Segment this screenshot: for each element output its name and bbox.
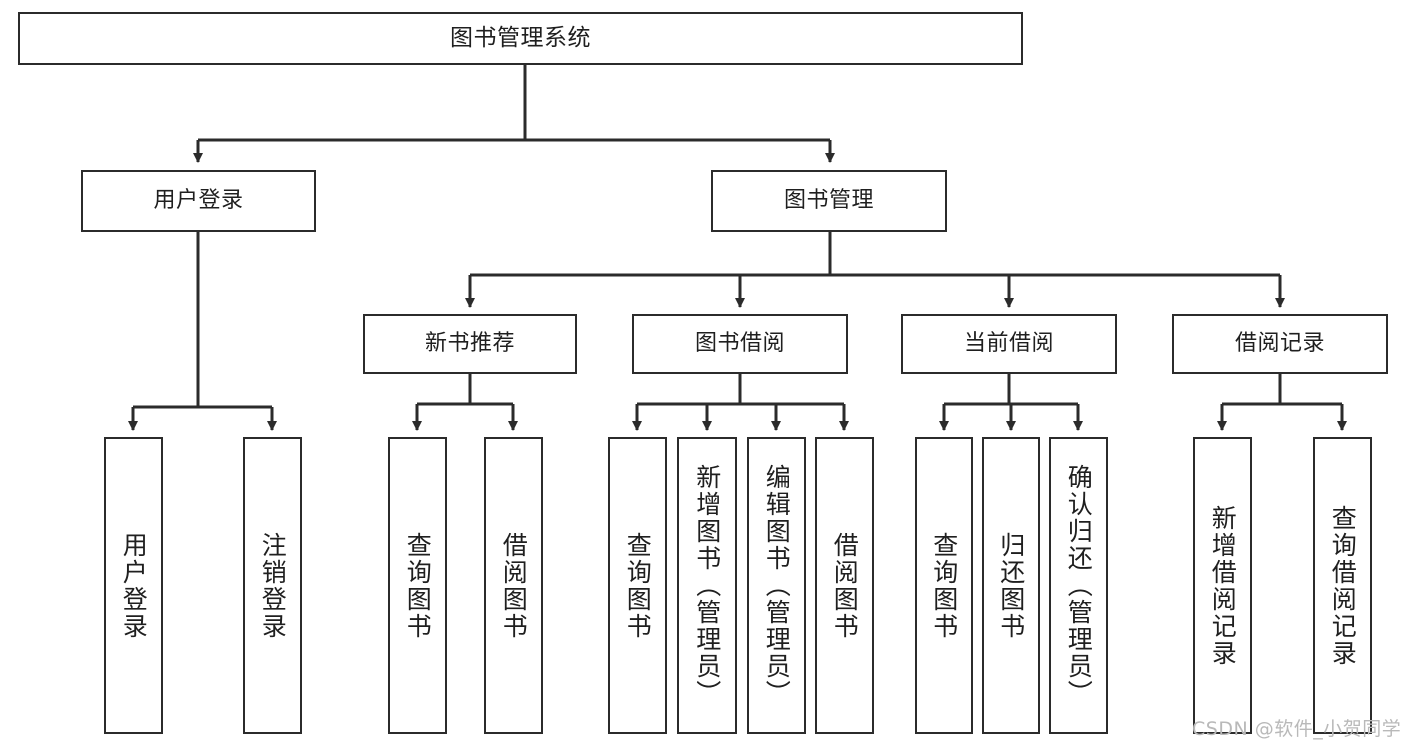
node-book-borrow[interactable]: 图书借阅 bbox=[632, 314, 848, 374]
node-label: 新增借阅记录 bbox=[1208, 504, 1238, 667]
node-label: 借阅图书 bbox=[499, 531, 529, 640]
node-label: 注销登录 bbox=[258, 531, 288, 640]
node-label: 图书管理系统 bbox=[450, 25, 591, 52]
node-leaf-query-borrow-record[interactable]: 查询借阅记录 bbox=[1313, 437, 1372, 734]
node-leaf-confirm-return-admin[interactable]: 确认归还（管理员） bbox=[1049, 437, 1108, 734]
node-leaf-user-logout[interactable]: 注销登录 bbox=[243, 437, 302, 734]
node-root-book-management-system[interactable]: 图书管理系统 bbox=[18, 12, 1023, 65]
node-label: 图书借阅 bbox=[694, 331, 785, 357]
node-label: 用户登录 bbox=[119, 531, 149, 640]
node-leaf-return-book[interactable]: 归还图书 bbox=[982, 437, 1040, 734]
node-label: 新书推荐 bbox=[424, 331, 515, 357]
node-label: 查询借阅记录 bbox=[1328, 504, 1358, 667]
node-leaf-edit-book-admin[interactable]: 编辑图书（管理员） bbox=[747, 437, 806, 734]
node-label: 借阅记录 bbox=[1234, 331, 1325, 357]
node-label: 用户登录 bbox=[153, 188, 244, 214]
node-leaf-borrow-book[interactable]: 借阅图书 bbox=[815, 437, 874, 734]
node-label: 查询图书 bbox=[623, 531, 653, 640]
node-label: 查询图书 bbox=[403, 531, 433, 640]
node-leaf-add-book-admin[interactable]: 新增图书（管理员） bbox=[677, 437, 737, 734]
csdn-watermark: CSDN @软件_小贺同学 bbox=[1192, 718, 1402, 740]
node-label: 借阅图书 bbox=[830, 531, 860, 640]
node-label: 当前借阅 bbox=[963, 331, 1054, 357]
node-leaf-query-book-recommend[interactable]: 查询图书 bbox=[388, 437, 447, 734]
node-leaf-borrow-book-recommend[interactable]: 借阅图书 bbox=[484, 437, 543, 734]
node-label: 归还图书 bbox=[996, 531, 1026, 640]
node-leaf-add-borrow-record[interactable]: 新增借阅记录 bbox=[1193, 437, 1252, 734]
node-label: 图书管理 bbox=[783, 188, 874, 214]
node-user-login[interactable]: 用户登录 bbox=[81, 170, 316, 232]
node-label: 确认归还（管理员） bbox=[1064, 464, 1094, 707]
node-label: 编辑图书（管理员） bbox=[762, 464, 792, 707]
node-new-book-recommend[interactable]: 新书推荐 bbox=[363, 314, 577, 374]
node-label: 查询图书 bbox=[929, 531, 959, 640]
node-current-borrow[interactable]: 当前借阅 bbox=[901, 314, 1117, 374]
node-leaf-user-login[interactable]: 用户登录 bbox=[104, 437, 163, 734]
node-book-management[interactable]: 图书管理 bbox=[711, 170, 947, 232]
node-leaf-query-book-borrow[interactable]: 查询图书 bbox=[608, 437, 667, 734]
node-label: 新增图书（管理员） bbox=[692, 464, 722, 707]
node-borrow-record[interactable]: 借阅记录 bbox=[1172, 314, 1388, 374]
node-leaf-query-book-current[interactable]: 查询图书 bbox=[915, 437, 973, 734]
